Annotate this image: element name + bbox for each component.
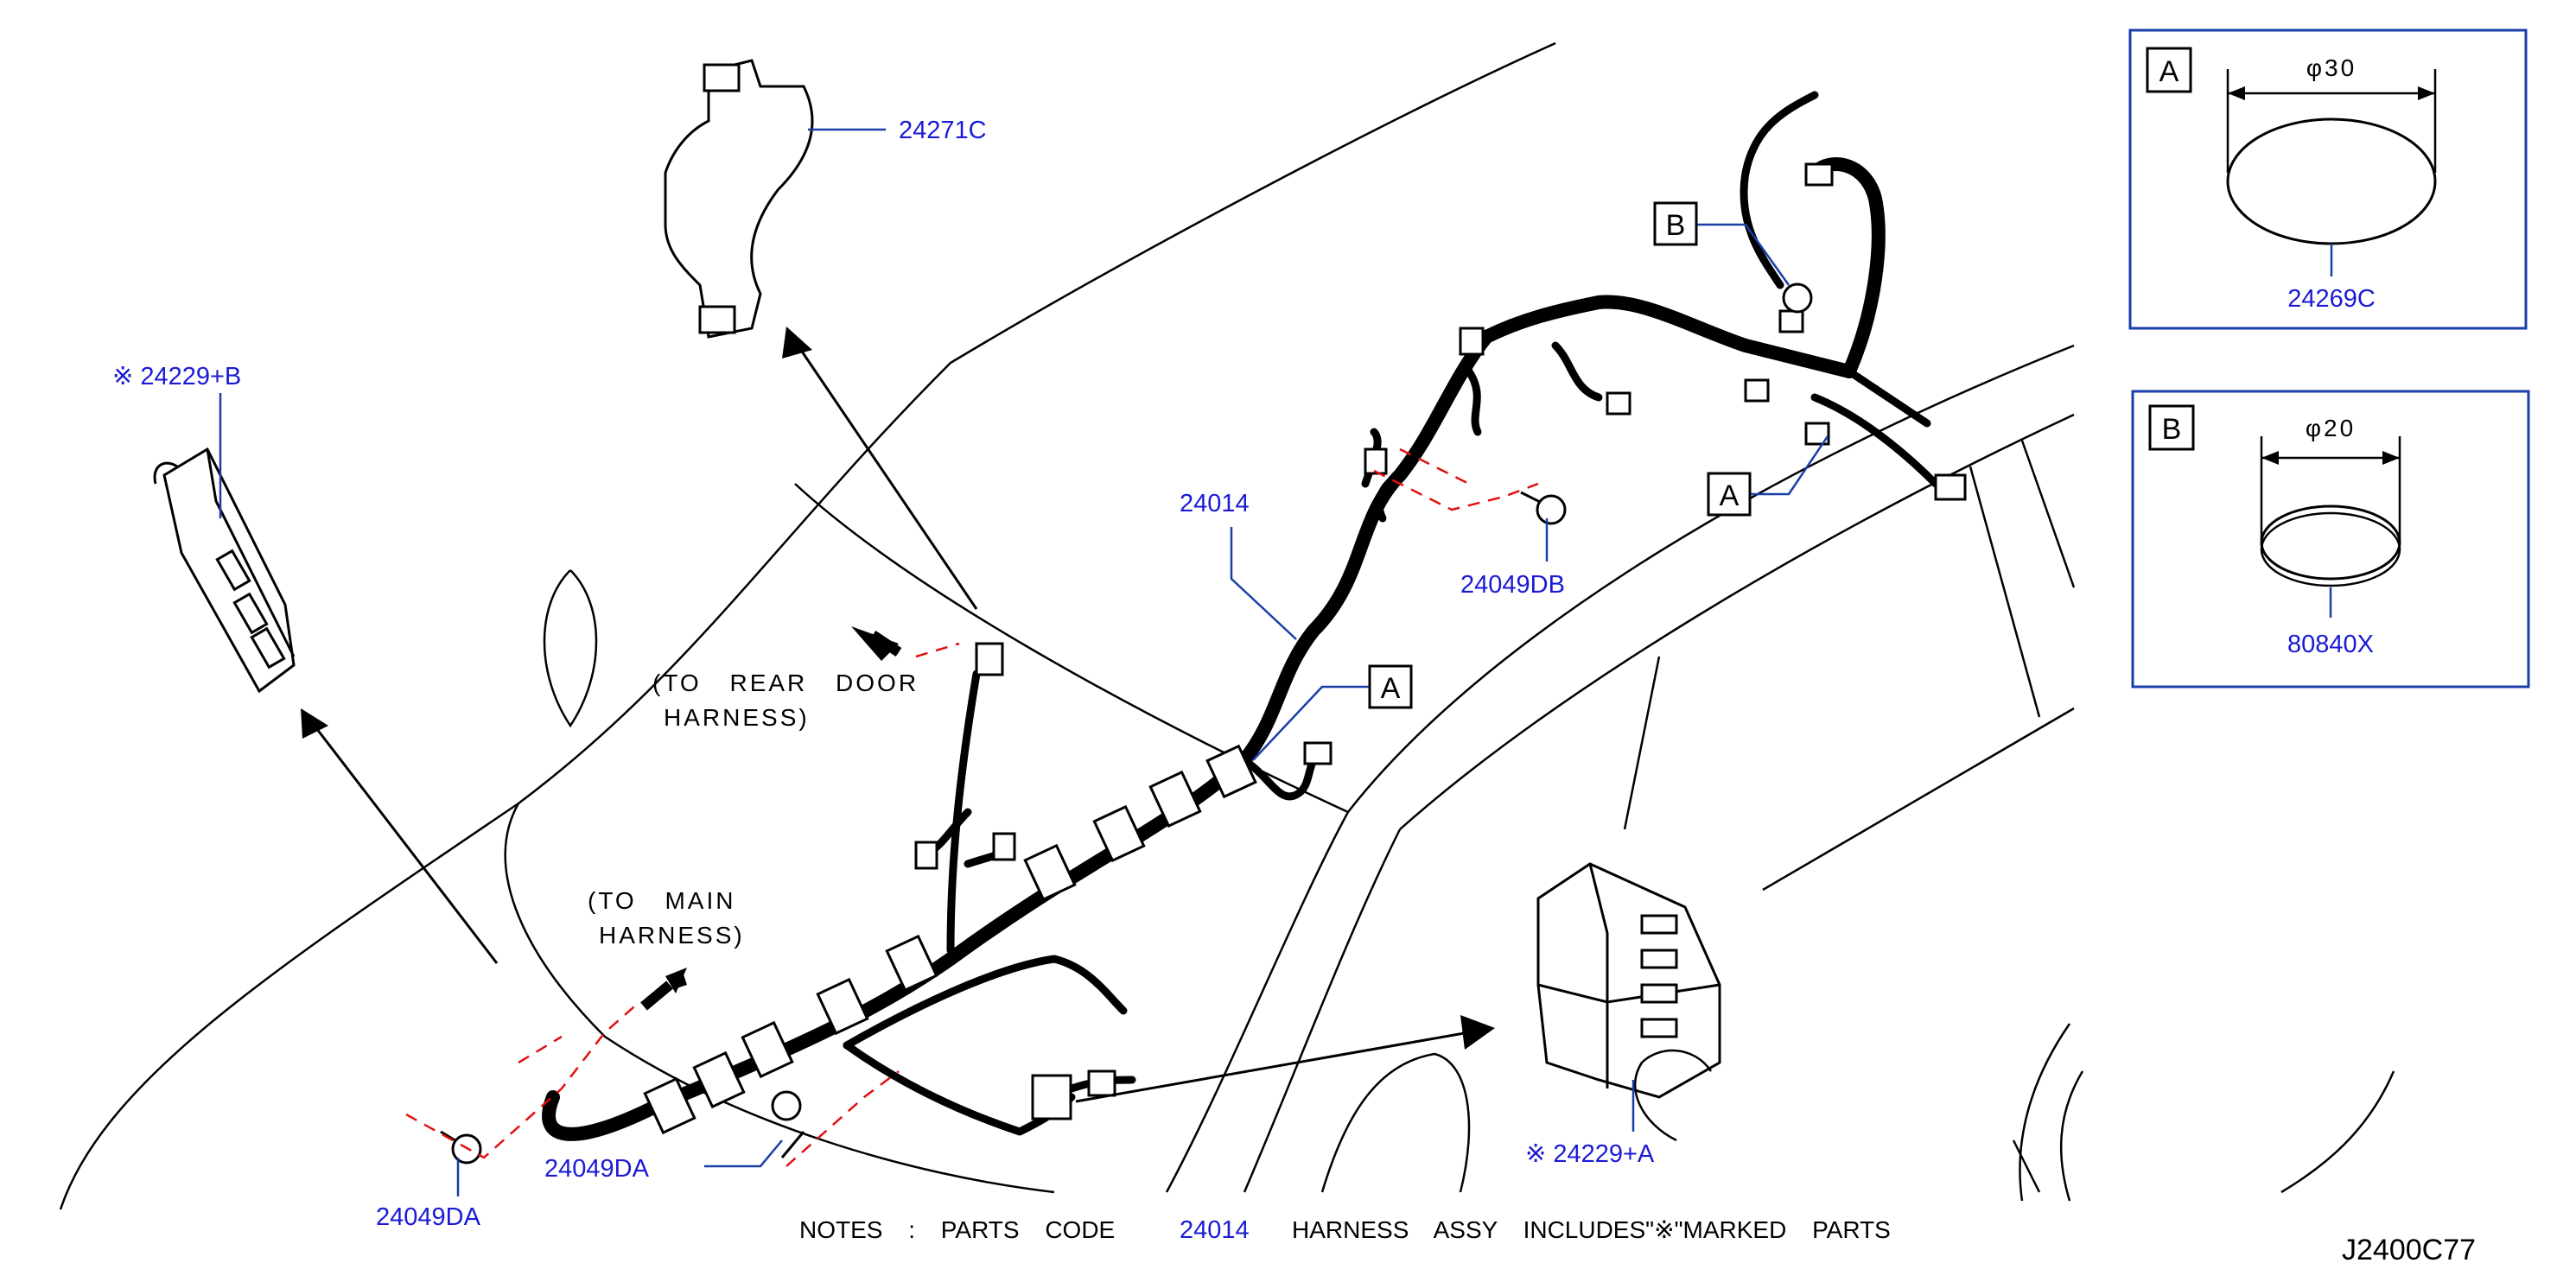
bolt-24049DB-icon (1520, 491, 1567, 525)
bracket-24271C (664, 59, 814, 339)
ref-box-a-right: A (1707, 472, 1752, 517)
ref-box-a-mid: A (1368, 664, 1413, 709)
ref-box-b: B (1653, 201, 1698, 246)
callout-rear-door-line2: HARNESS) (664, 704, 810, 731)
label-24271C: 24271C (899, 117, 987, 144)
label-24049DB: 24049DB (1460, 571, 1565, 599)
ref-a-right-label: A (1720, 479, 1740, 512)
harness-connectors (643, 162, 1967, 1135)
label-24049DA-mid: 24049DA (544, 1155, 650, 1183)
drawing-code: J2400C77 (2342, 1234, 2476, 1266)
callout-main-line2: HARNESS) (599, 922, 745, 949)
label-24014: 24014 (1180, 490, 1250, 517)
detail-a-letter: A (2159, 55, 2179, 88)
notes-suffix: HARNESS ASSY INCLUDES"※"MARKED PARTS (1292, 1216, 1891, 1243)
detail-b-dimension: φ20 (2306, 415, 2356, 441)
label-24049DA-left: 24049DA (376, 1203, 481, 1231)
pointer-arrows (301, 327, 1495, 1103)
notes-code: 24014 (1180, 1216, 1250, 1244)
callout-main-line1: (TO MAIN (588, 887, 735, 914)
body-outline (59, 41, 2395, 1210)
notes-prefix: NOTES : PARTS CODE (799, 1216, 1115, 1243)
label-24229B: ※ 24229+B (112, 363, 241, 390)
detail-a-dimension: φ30 (2306, 54, 2357, 81)
junction-block-24229B (153, 447, 296, 694)
junction-block-24229A (1536, 862, 1721, 1099)
detail-a-part: 24269C (2287, 285, 2376, 313)
leader-lines (219, 128, 1829, 1196)
callout-rear-door-line1: (TO REAR DOOR (652, 670, 919, 696)
label-24229A: ※ 24229+A (1525, 1140, 1655, 1168)
ref-b-label: B (1666, 209, 1686, 242)
bolt-24049DA-mid-icon (771, 1090, 805, 1158)
detail-b-panel: B φ20 80840X (2131, 390, 2530, 689)
ref-a-mid-label: A (1381, 672, 1401, 705)
notes-line: NOTES : PARTS CODE 24014 HARNESS ASSY IN… (799, 1216, 1891, 1244)
main-harness-24014 (542, 91, 1940, 1141)
install-dash-lines (405, 447, 1539, 1167)
detail-b-part: 80840X (2287, 631, 2374, 658)
detail-a-panel: A φ30 24269C (2128, 29, 2528, 330)
detail-b-letter: B (2162, 413, 2182, 446)
